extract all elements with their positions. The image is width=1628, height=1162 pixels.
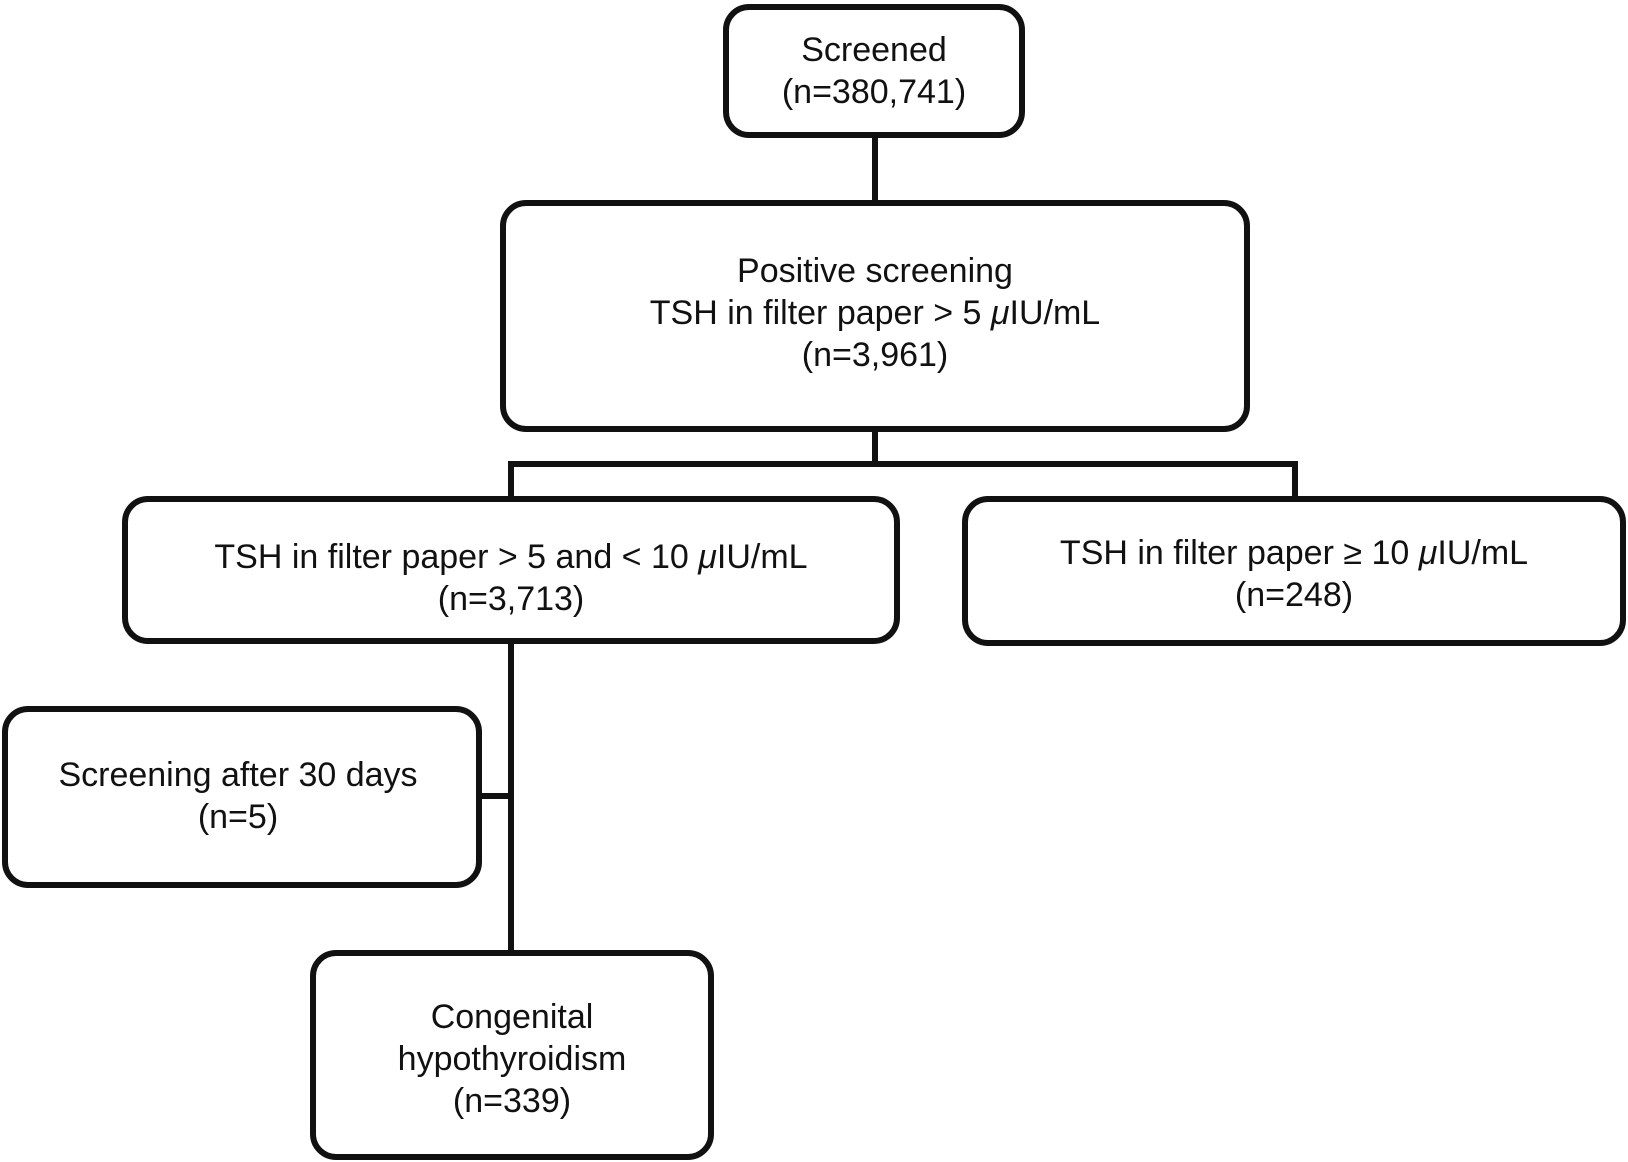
criterion-prefix: TSH in filter paper > 5 and < 10 [214,538,699,576]
mu-symbol: μ [990,294,1010,332]
node-label: Positive screening [737,252,1013,290]
node-criterion: TSH in filter paper > 5 μIU/mL [650,292,1100,334]
node-criterion: TSH in filter paper ≥ 10 μIU/mL [1060,532,1528,574]
node-label: Screened [801,31,947,69]
criterion-prefix: TSH in filter paper > 5 [649,294,991,332]
node-label: Screening after 30 days [58,756,418,794]
node-count: (n=3,961) [801,336,949,374]
node-label: Congenital [430,998,594,1036]
mu-symbol: μ [1418,534,1438,572]
node-count: (n=5) [197,798,279,836]
node-count: (n=3,713) [437,580,585,618]
node-count: (n=339) [452,1082,572,1120]
node-congenital-hypothyroidism: Congenital hypothyroidism (n=339) [310,950,714,1160]
node-screening-after-30-days: Screening after 30 days (n=5) [2,706,482,888]
criterion-unit: IU/mL [716,538,808,576]
node-count: (n=380,741) [781,73,967,111]
node-positive-screening: Positive screening TSH in filter paper >… [500,200,1250,432]
criterion-unit: IU/mL [1009,294,1101,332]
criterion-unit: IU/mL [1437,534,1529,572]
node-tsh-ge-10: TSH in filter paper ≥ 10 μIU/mL (n=248) [962,496,1626,646]
mu-symbol: μ [698,538,717,576]
criterion-prefix: TSH in filter paper ≥ 10 [1059,534,1419,572]
node-label-continued: hypothyroidism [397,1040,627,1078]
node-count: (n=248) [1234,576,1354,614]
node-tsh-5-to-10: TSH in filter paper > 5 and < 10 μIU/mL … [122,496,900,644]
node-screened: Screened (n=380,741) [723,4,1025,138]
node-criterion: TSH in filter paper > 5 and < 10 μIU/mL [214,536,807,578]
